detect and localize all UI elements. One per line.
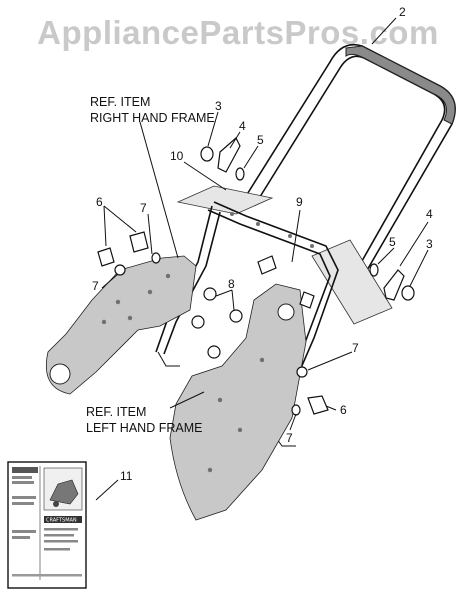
upper-handle — [245, 43, 456, 273]
callout-numbers: 2 3 4 5 10 9 4 5 3 6 7 7 8 7 6 7 11 — [92, 5, 433, 483]
callout-2: 2 — [399, 5, 406, 19]
callout-11: 11 — [120, 469, 133, 483]
right-hand-frame — [45, 255, 197, 395]
callout-4: 4 — [239, 119, 246, 133]
callout-5: 5 — [389, 235, 396, 249]
right-frame-label-line2: RIGHT HAND FRAME — [90, 111, 215, 125]
left-frame-label-line1: REF. ITEM — [86, 405, 146, 419]
callout-7: 7 — [352, 341, 359, 355]
callout-6: 6 — [340, 403, 347, 417]
callout-6: 6 — [96, 195, 103, 209]
owners-manual: CRAFTSMAN — [7, 461, 87, 589]
callout-7: 7 — [140, 201, 147, 215]
reference-labels: REF. ITEM RIGHT HAND FRAME REF. ITEM LEF… — [86, 95, 215, 435]
leader-lines — [95, 17, 429, 501]
callout-3: 3 — [426, 237, 433, 251]
callout-8: 8 — [228, 277, 235, 291]
callout-4: 4 — [426, 207, 433, 221]
callout-3: 3 — [215, 99, 222, 113]
watermark: AppliancePartsPros.com — [37, 14, 439, 51]
manual-brand: CRAFTSMAN — [46, 518, 77, 524]
callout-7: 7 — [286, 431, 293, 445]
hardware-panels — [176, 185, 393, 325]
hardware — [97, 137, 415, 416]
callout-7: 7 — [92, 279, 99, 293]
callout-10: 10 — [170, 149, 184, 163]
right-frame-label-line1: REF. ITEM — [90, 95, 150, 109]
callout-9: 9 — [296, 195, 303, 209]
left-hand-frame — [169, 283, 307, 521]
callout-5: 5 — [257, 133, 264, 147]
left-frame-label-line2: LEFT HAND FRAME — [86, 421, 202, 435]
